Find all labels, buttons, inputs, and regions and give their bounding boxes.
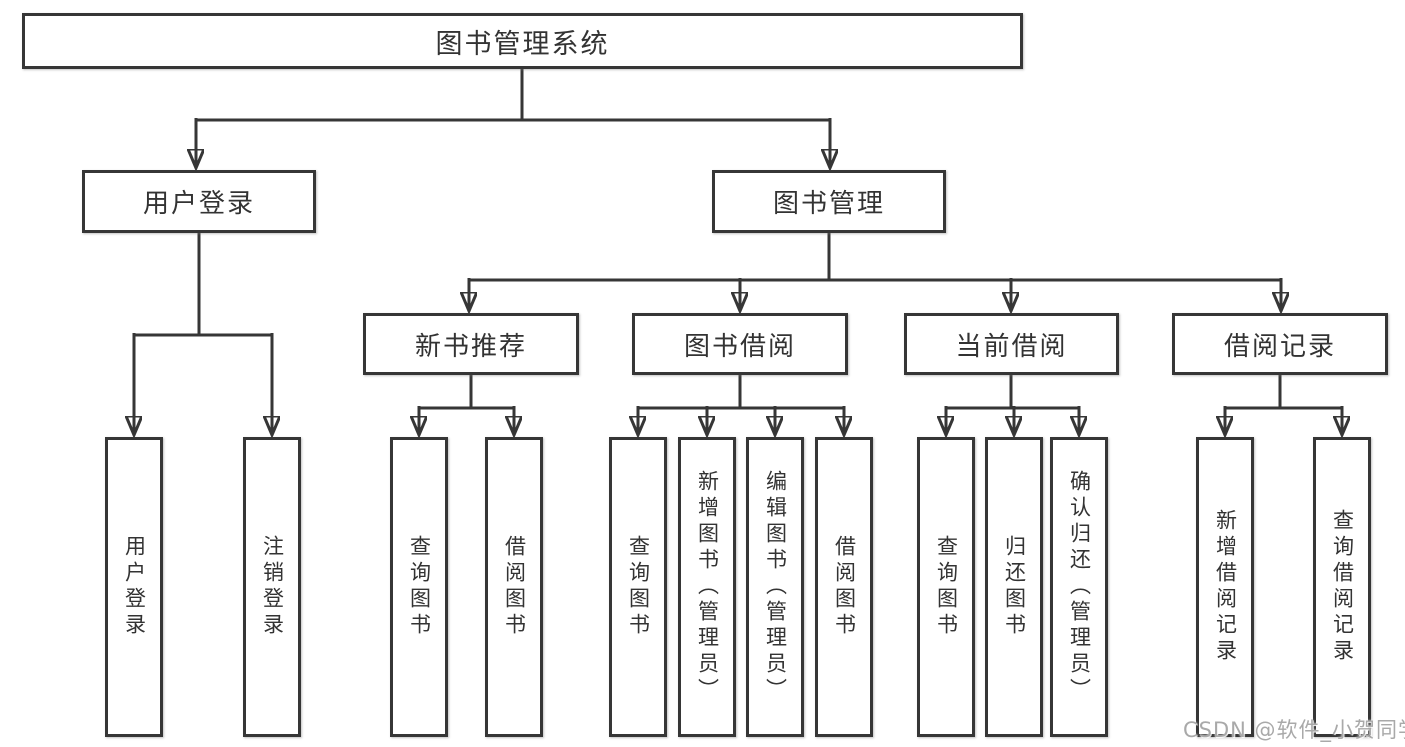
node-user-login: 用户登录 [82,170,316,233]
node-book-borrowing: 图书借阅 [632,313,848,375]
connector-book-borrow-branch [638,375,844,435]
connector-user-login-branch [134,233,272,435]
node-label: 图书管理系统 [435,28,610,60]
leaf-label: 新增图书（管理员） [695,470,720,704]
leaf-confirm-return-admin: 确认归还（管理员） [1050,437,1108,737]
node-borrowing-records: 借阅记录 [1172,313,1388,375]
leaf-query-books-borrow: 查询图书 [609,437,667,737]
leaf-label: 查询借阅记录 [1330,509,1355,665]
leaf-label: 查询图书 [626,535,651,639]
leaf-borrow-books: 借阅图书 [815,437,873,737]
node-label: 图书借阅 [683,331,796,362]
leaf-label: 确认归还（管理员） [1067,470,1092,704]
connector-book-mgmt-branch [469,233,1281,311]
connector-new-book-branch [419,375,514,435]
node-label: 当前借阅 [955,331,1068,362]
node-label: 用户登录 [142,189,255,219]
leaf-label: 查询图书 [934,535,959,639]
leaf-add-borrow-record: 新增借阅记录 [1196,437,1254,737]
leaf-borrow-books-recommend: 借阅图书 [485,437,543,737]
leaf-query-books-current: 查询图书 [917,437,975,737]
connector-current-borrow-branch [946,375,1079,435]
node-new-book-recommendation: 新书推荐 [363,313,579,375]
node-label: 借阅记录 [1223,331,1336,362]
node-library-management-system: 图书管理系统 [22,13,1023,69]
leaf-label: 编辑图书（管理员） [763,470,788,704]
leaf-query-books-recommend: 查询图书 [390,437,448,737]
leaf-label: 借阅图书 [502,535,527,639]
leaf-label: 用户登录 [122,535,147,639]
csdn-watermark: CSDN @软件_小贺同学 [1183,718,1405,742]
leaf-query-borrow-record: 查询借阅记录 [1313,437,1371,737]
node-book-management: 图书管理 [712,170,946,233]
leaf-label: 查询图书 [407,535,432,639]
leaf-edit-books-admin: 编辑图书（管理员） [746,437,804,737]
node-label: 图书管理 [772,189,885,219]
leaf-label: 归还图书 [1002,535,1027,639]
leaf-return-books: 归还图书 [985,437,1043,737]
leaf-label: 注销登录 [260,535,285,639]
connector-root-to-level1 [196,69,830,168]
leaf-add-books-admin: 新增图书（管理员） [678,437,736,737]
connector-borrow-records-branch [1225,375,1342,435]
leaf-label: 新增借阅记录 [1213,509,1238,665]
leaf-logout: 注销登录 [243,437,301,737]
leaf-label: 借阅图书 [832,535,857,639]
node-label: 新书推荐 [414,331,527,362]
node-current-borrowing: 当前借阅 [904,313,1119,375]
leaf-user-login: 用户登录 [105,437,163,737]
